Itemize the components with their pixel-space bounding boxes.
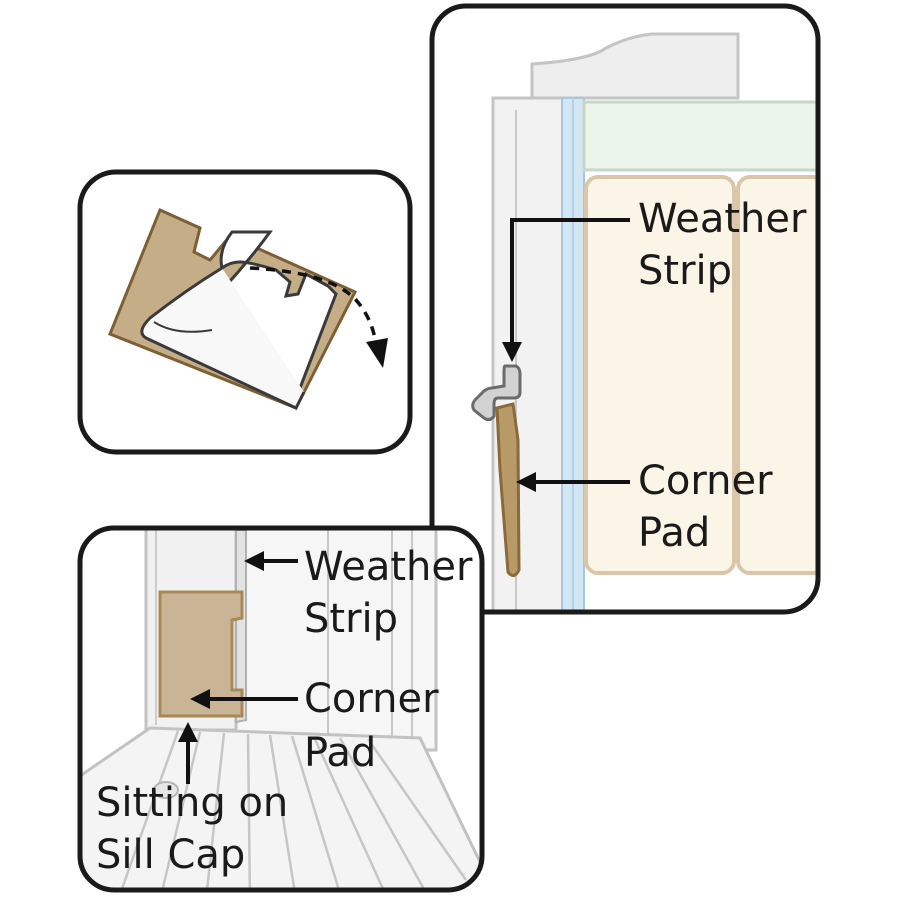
right-weather-strip-label-line1: Weather (638, 196, 807, 242)
corner-pad (495, 402, 521, 577)
sill-cap-label-line1: Sitting on (96, 780, 289, 826)
top-left-panel (77, 169, 413, 455)
sash-panel (736, 175, 818, 575)
weather-strip (471, 364, 522, 422)
corner-pad (158, 590, 244, 718)
bottom-weather-strip-label-line1: Weather (304, 544, 473, 590)
sill-cap-illustration (80, 528, 482, 890)
right-panel (429, 3, 821, 615)
window-header-trim (530, 32, 740, 100)
screw-hole (153, 781, 179, 799)
corner-pad-arrow (190, 689, 298, 709)
right-corner-pad-label-line2: Pad (638, 510, 711, 556)
side-jamb (491, 96, 565, 612)
weather-strip-arrow (502, 218, 630, 362)
sash-panel (584, 175, 736, 575)
sill-cap-arrow (178, 722, 198, 784)
bottom-corner-pad-label-line2: Pad (304, 730, 377, 776)
corner-pad-arrow (516, 472, 630, 492)
bottom-weather-strip-label-line2: Strip (304, 596, 399, 642)
screen-strip (582, 100, 818, 172)
sill-cap-label-line2: Sill Cap (96, 832, 246, 878)
peel-backing-illustration (108, 207, 388, 410)
right-corner-pad-label-line1: Corner (638, 458, 773, 504)
bottom-left-panel (77, 525, 485, 893)
right-weather-strip-label-line2: Strip (638, 248, 733, 294)
peel-direction-arrow (249, 266, 378, 345)
bottom-corner-pad-label-line1: Corner (304, 676, 439, 722)
weather-strip-arrow (244, 551, 298, 571)
